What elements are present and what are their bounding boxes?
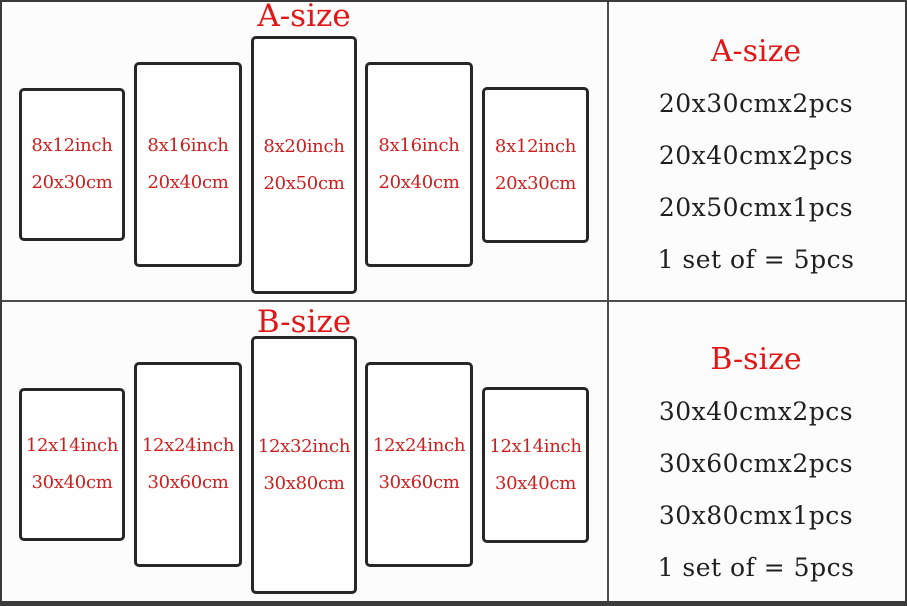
a-size-diagram: A-size 8x12inch 20x30cm 8x16inch 20x40cm… [2,2,606,300]
summary-line: 30x40cmx2pcs [658,397,854,426]
summary-line: 20x50cmx1pcs [658,193,854,222]
summary-line: 1 set of = 5pcs [657,245,855,274]
summary-line: 20x30cmx2pcs [658,89,854,118]
horizontal-divider [2,300,905,302]
size-panel: 8x16inch 20x40cm [365,62,473,267]
size-panel: 12x24inch 30x60cm [134,362,242,567]
panel-size-inch: 8x12inch [31,135,113,156]
panel-size-inch: 8x12inch [494,135,577,157]
panel-size-inch: 8x16inch [147,135,229,156]
panel-size-cm: 20x50cm [263,172,345,194]
panel-size-inch: 12x32inch [257,435,351,457]
panel-size-cm: 30x60cm [378,472,460,493]
b-size-diagram: B-size 12x14inch 30x40cm 12x24inch 30x60… [2,302,606,601]
size-panel: 8x12inch 20x30cm [482,87,589,243]
size-panel: 12x14inch 30x40cm [482,387,589,543]
size-panel: 12x24inch 30x60cm [365,362,473,567]
summary-line: 30x60cmx2pcs [658,449,854,478]
b-size-summary: B-size 30x40cmx2pcs 30x60cmx2pcs 30x80cm… [607,302,905,601]
panel-size-cm: 30x60cm [147,472,229,493]
panel-size-cm: 20x40cm [378,172,460,193]
panel-size-cm: 30x40cm [31,472,113,493]
size-panel: 12x32inch 30x80cm [251,336,357,594]
panel-size-cm: 30x40cm [494,472,576,494]
size-panel: 8x12inch 20x30cm [19,88,125,241]
summary-title: B-size [710,342,802,377]
panel-size-inch: 12x14inch [489,435,582,457]
panel-size-cm: 20x40cm [147,172,229,193]
panel-size-inch: 8x20inch [263,135,345,157]
panel-size-inch: 8x16inch [378,135,460,156]
summary-line: 20x40cmx2pcs [658,141,854,170]
summary-line: 30x80cmx1pcs [658,501,854,530]
section-a-size: A-size 8x12inch 20x30cm 8x16inch 20x40cm… [2,2,905,300]
panel-size-inch: 12x24inch [372,435,466,456]
summary-title: A-size [710,34,802,69]
size-panel: 8x16inch 20x40cm [134,62,242,267]
panel-size-cm: 20x30cm [494,172,576,194]
size-panel: 8x20inch 20x50cm [251,36,357,294]
panel-size-cm: 30x80cm [263,472,345,494]
size-panel: 12x14inch 30x40cm [19,388,125,541]
section-title: B-size [256,304,352,340]
a-size-summary: A-size 20x30cmx2pcs 20x40cmx2pcs 20x50cm… [607,2,905,300]
vertical-divider [607,2,609,601]
panel-size-cm: 20x30cm [31,172,113,193]
summary-line: 1 set of = 5pcs [657,553,855,582]
section-title: A-size [257,0,351,34]
panel-size-inch: 12x14inch [25,435,119,456]
panel-size-inch: 12x24inch [141,435,235,456]
section-b-size: B-size 12x14inch 30x40cm 12x24inch 30x60… [2,302,905,601]
